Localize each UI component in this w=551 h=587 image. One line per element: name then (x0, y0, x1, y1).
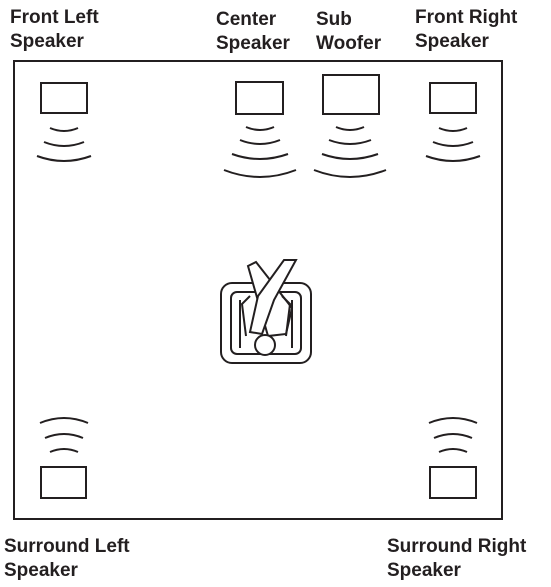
speaker-icon (430, 83, 476, 113)
listener-head (255, 335, 275, 355)
sound-waves-icon (40, 418, 88, 452)
listener-icon (221, 260, 311, 363)
sound-waves-icon (314, 127, 386, 177)
speaker-icon (323, 75, 379, 114)
surround-right-speaker (429, 418, 477, 498)
sound-waves-icon (37, 128, 91, 161)
sub-woofer-speaker (314, 75, 386, 177)
center-speaker (224, 82, 296, 177)
sound-waves-icon (224, 127, 296, 177)
speaker-icon (430, 467, 476, 498)
surround-left-speaker (40, 418, 88, 498)
speaker-icon (41, 467, 86, 498)
front-right-speaker (426, 83, 480, 161)
sound-waves-icon (426, 128, 480, 161)
speaker-icon (41, 83, 87, 113)
sound-waves-icon (429, 418, 477, 452)
front-left-speaker (37, 83, 91, 161)
speaker-icon (236, 82, 283, 114)
listener-arm-left (242, 296, 250, 336)
